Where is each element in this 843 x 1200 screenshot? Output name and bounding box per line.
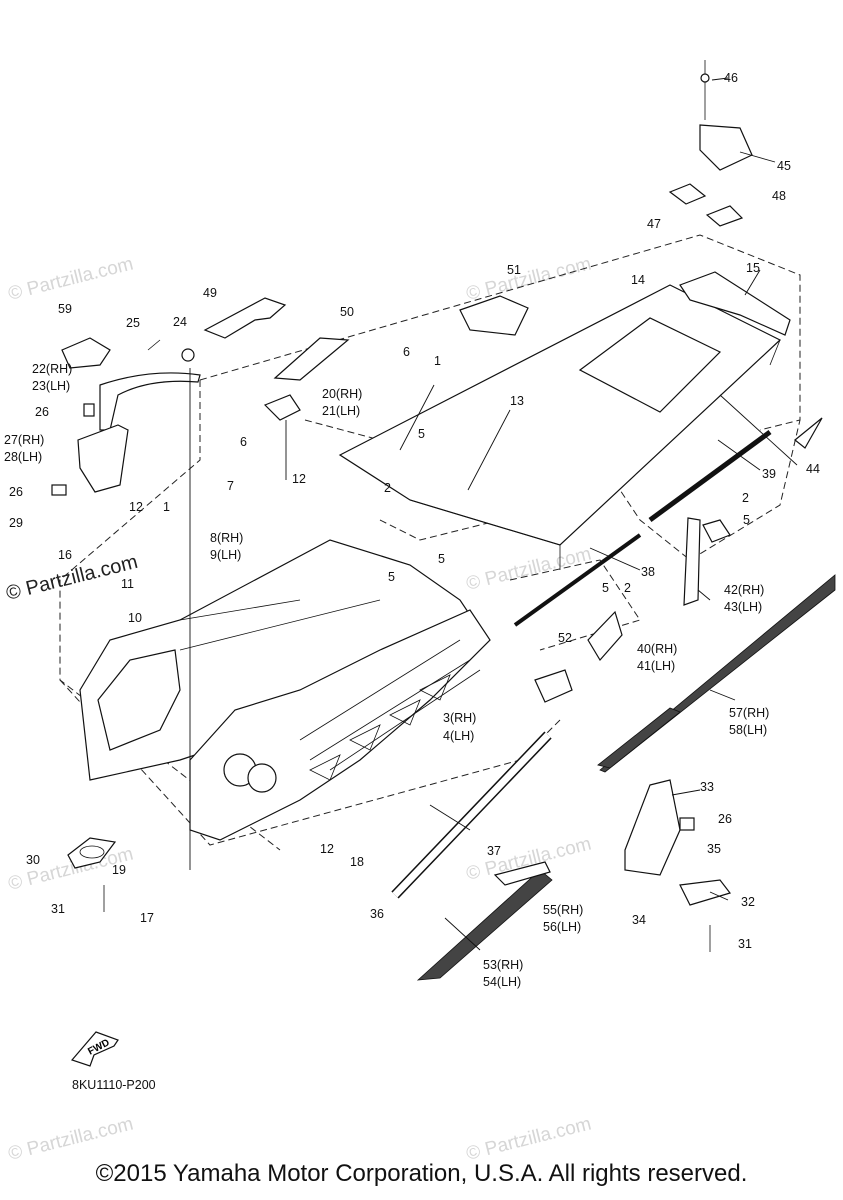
flap — [794, 417, 823, 449]
watermark-text: © Partzilla.com — [464, 254, 593, 305]
callout-29: 29 — [9, 516, 23, 530]
callout-5c: 5 — [388, 570, 395, 584]
callout-8: 8(RH) — [210, 531, 243, 545]
callout-54: 54(LH) — [483, 975, 521, 989]
callout-57: 57(RH) — [729, 706, 769, 720]
callout-44: 44 — [806, 462, 820, 476]
callout-5d: 5 — [602, 581, 609, 595]
callout-32: 32 — [741, 895, 755, 909]
callout-53: 53(RH) — [483, 958, 523, 972]
callout-40: 40(RH) — [637, 642, 677, 656]
tunnel-frame-left — [79, 539, 481, 781]
callout-24: 24 — [173, 315, 187, 329]
footrest-left — [67, 837, 117, 912]
rear-small-parts — [668, 60, 753, 227]
callout-48: 48 — [772, 189, 786, 203]
callout-27: 27(RH) — [4, 433, 44, 447]
left-bracket-parts — [51, 337, 301, 496]
callout-21: 21(LH) — [322, 404, 360, 418]
callout-35: 35 — [707, 842, 721, 856]
watermark-text: © Partzilla.com — [6, 254, 135, 305]
footrest-right — [624, 779, 732, 952]
callout-1b: 1 — [163, 500, 170, 514]
callout-25: 25 — [126, 316, 140, 330]
callout-55: 55(RH) — [543, 903, 583, 917]
callout-34: 34 — [632, 913, 646, 927]
callout-46: 46 — [724, 71, 738, 85]
watermark-text: © Partzilla.com — [464, 1114, 593, 1165]
side-brackets — [534, 517, 731, 703]
callouts: 1 1 2 2 2 3(RH) 4(LH) 5 5 5 5 5 6 6 7 8(… — [4, 71, 820, 989]
callout-23: 23(LH) — [32, 379, 70, 393]
callout-26b: 26 — [9, 485, 23, 499]
callout-51: 51 — [507, 263, 521, 277]
watermark-text: © Partzilla.com — [4, 551, 140, 605]
watermark-text: © Partzilla.com — [6, 1114, 135, 1165]
callout-5: 5 — [418, 427, 425, 441]
callout-15: 15 — [746, 261, 760, 275]
tunnel-frame-right — [189, 609, 491, 841]
callout-5e: 5 — [743, 513, 750, 527]
callout-2: 2 — [384, 481, 391, 495]
callout-39: 39 — [762, 467, 776, 481]
callout-19: 19 — [112, 863, 126, 877]
callout-2c: 2 — [624, 581, 631, 595]
rear-bar — [391, 731, 552, 899]
callout-47: 47 — [647, 217, 661, 231]
callout-1: 1 — [434, 354, 441, 368]
callout-45: 45 — [777, 159, 791, 173]
callout-50: 50 — [340, 305, 354, 319]
callout-28: 28(LH) — [4, 450, 42, 464]
callout-41: 41(LH) — [637, 659, 675, 673]
callout-7: 7 — [227, 479, 234, 493]
callout-22: 22(RH) — [32, 362, 72, 376]
callout-59: 59 — [58, 302, 72, 316]
callout-42: 42(RH) — [724, 583, 764, 597]
callout-26: 26 — [35, 405, 49, 419]
callout-12c: 12 — [320, 842, 334, 856]
callout-52: 52 — [558, 631, 572, 645]
callout-31: 31 — [51, 902, 65, 916]
truss-holes — [309, 674, 451, 781]
callout-6: 6 — [403, 345, 410, 359]
callout-30: 30 — [26, 853, 40, 867]
callout-14: 14 — [631, 273, 645, 287]
callout-43: 43(LH) — [724, 600, 762, 614]
callout-36: 36 — [370, 907, 384, 921]
callout-5b: 5 — [438, 552, 445, 566]
callout-3: 3(RH) — [443, 711, 476, 725]
callout-9: 9(LH) — [210, 548, 241, 562]
callout-10: 10 — [128, 611, 142, 625]
fwd-arrow-icon: FWD — [70, 1031, 119, 1067]
copyright-notice: ©2015 Yamaha Motor Corporation, U.S.A. A… — [95, 1160, 748, 1187]
callout-49: 49 — [203, 286, 217, 300]
side-graphics — [416, 574, 836, 981]
callout-38: 38 — [641, 565, 655, 579]
callout-12: 12 — [129, 500, 143, 514]
callout-58: 58(LH) — [729, 723, 767, 737]
callout-17: 17 — [140, 911, 154, 925]
callout-6b: 6 — [240, 435, 247, 449]
callout-26c: 26 — [718, 812, 732, 826]
rear-bracket — [679, 271, 791, 336]
diagram-code: 8KU1110-P200 — [72, 1078, 156, 1092]
callout-31b: 31 — [738, 937, 752, 951]
pads — [203, 295, 529, 381]
rails — [513, 429, 772, 627]
callout-37: 37 — [487, 844, 501, 858]
callout-12b: 12 — [292, 472, 306, 486]
callout-4: 4(LH) — [443, 729, 474, 743]
watermark-text: © Partzilla.com — [464, 544, 593, 595]
callout-13: 13 — [510, 394, 524, 408]
callout-18: 18 — [350, 855, 364, 869]
callout-11: 11 — [121, 577, 134, 591]
callout-16: 16 — [58, 548, 72, 562]
callout-20: 20(RH) — [322, 387, 362, 401]
leader-lines — [189, 77, 798, 951]
callout-56: 56(LH) — [543, 920, 581, 934]
tunnel-top-panel — [338, 284, 782, 570]
callout-2b: 2 — [742, 491, 749, 505]
callout-33: 33 — [700, 780, 714, 794]
